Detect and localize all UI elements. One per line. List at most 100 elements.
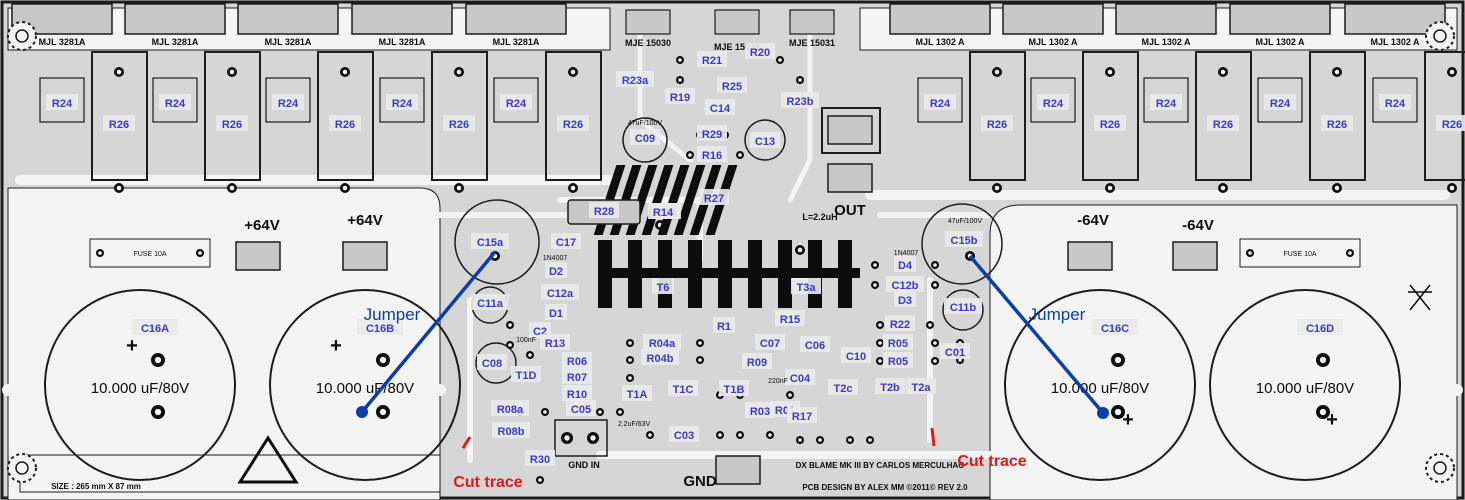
label-box (540, 334, 570, 350)
pad-hole (818, 438, 822, 442)
output-transistor (351, 3, 453, 35)
label-box (562, 352, 592, 368)
component-label: R26 (449, 119, 469, 131)
pad-hole (878, 359, 882, 363)
big-capacitor-outline (1004, 289, 1196, 481)
label-box (1297, 319, 1343, 335)
cut-mark-left (461, 436, 472, 449)
component-label: T2b (880, 382, 900, 394)
component-label: T6 (657, 282, 670, 294)
component-label: R24 (165, 98, 186, 110)
component-label: D4 (898, 260, 913, 272)
component-label: C12b (892, 280, 919, 292)
label-box (652, 278, 674, 294)
capacitor-value: 10.000 uF/80V (91, 380, 189, 397)
pad-hole (797, 247, 803, 253)
component-label: C16A (141, 323, 169, 335)
copper-traces (2, 7, 1463, 500)
pad-hole (229, 185, 235, 191)
small-text: 2.2uF/63V (618, 421, 651, 428)
inductor-label: L=2.2uH (802, 212, 837, 222)
capacitor-value: 10.000 uF/80V (1051, 380, 1149, 397)
small-text: 220nF (768, 378, 788, 385)
label-box (589, 202, 619, 218)
jumper-end (1097, 407, 1109, 419)
small-text: 100nF (516, 337, 536, 344)
pad-hole (878, 323, 882, 327)
pad-hole (933, 359, 937, 363)
r26-outline (317, 51, 374, 181)
component-label: R26 (1100, 119, 1120, 131)
mounting-hole-center (15, 29, 29, 43)
pad-hole (618, 410, 622, 414)
small-text: 47uF/100V (948, 218, 983, 225)
pad-hole (798, 438, 802, 442)
r24-outline (1143, 77, 1189, 123)
component-label: T3a (797, 282, 817, 294)
label-box (1264, 94, 1296, 110)
rail-label: +64V (244, 217, 279, 234)
component-label: R24 (52, 98, 73, 110)
fuse-outline (1239, 238, 1361, 268)
credit-line-2: PCB DESIGN BY ALEX MM ©2011© REV 2.0 (802, 483, 968, 492)
transistor-label: MJL 1302 A (1255, 37, 1305, 47)
component-label: C08 (482, 358, 502, 370)
jumper-label-right: Jumper (1029, 305, 1086, 324)
component-label: C11b (950, 302, 977, 314)
label-box (551, 233, 581, 249)
pad-hole (1449, 69, 1455, 75)
transistor-label: MJL 1302 A (1028, 37, 1078, 47)
terminal-pos-2 (342, 241, 388, 271)
label-box (1037, 94, 1069, 110)
pad-hole (933, 263, 937, 267)
polarity-plus: + (126, 335, 138, 357)
pad-hole (628, 341, 632, 345)
component-label: C14 (710, 103, 731, 115)
output-transistor (1002, 3, 1104, 35)
mounting-hole-center (1433, 461, 1447, 475)
pad-hole (738, 153, 742, 157)
r24-outline (152, 77, 198, 123)
component-label: R28 (594, 206, 614, 218)
component-label: R08a (497, 404, 524, 416)
pad-hole (628, 376, 632, 380)
label-box (329, 115, 361, 131)
pad-hole (1220, 69, 1226, 75)
component-label: R24 (278, 98, 299, 110)
pad-hole (456, 185, 462, 191)
r26-outline (969, 51, 1026, 181)
copper-pour (989, 204, 1458, 500)
component-label: R24 (506, 98, 527, 110)
r26-outline (431, 51, 488, 181)
component-label: R26 (1327, 119, 1347, 131)
label-box (775, 310, 805, 326)
electrolytic-cap (942, 289, 984, 331)
pad-hole (768, 433, 772, 437)
output-connector (821, 107, 881, 154)
component-label: C06 (805, 340, 825, 352)
label-box (1436, 115, 1465, 131)
pad-hole (570, 185, 576, 191)
big-capacitor-outline (269, 289, 461, 481)
pad-hole (868, 438, 872, 442)
pad-hole (994, 185, 1000, 191)
label-box (885, 315, 915, 331)
pad-hole (1348, 251, 1352, 255)
terminal-neg-1 (1067, 241, 1113, 271)
component-label: R06 (567, 356, 587, 368)
pad-hole (928, 323, 932, 327)
label-box (940, 343, 970, 359)
label-box (443, 115, 475, 131)
label-box (745, 43, 775, 59)
pad-hole (528, 353, 532, 357)
label-box (103, 115, 135, 131)
label-box (906, 378, 936, 394)
warning-triangle-icon (237, 435, 299, 484)
output-terminal (827, 115, 873, 145)
r24-outline (379, 77, 425, 123)
component-label: C05 (571, 404, 591, 416)
out-label: OUT (834, 202, 866, 219)
component-label: T2a (912, 382, 932, 394)
